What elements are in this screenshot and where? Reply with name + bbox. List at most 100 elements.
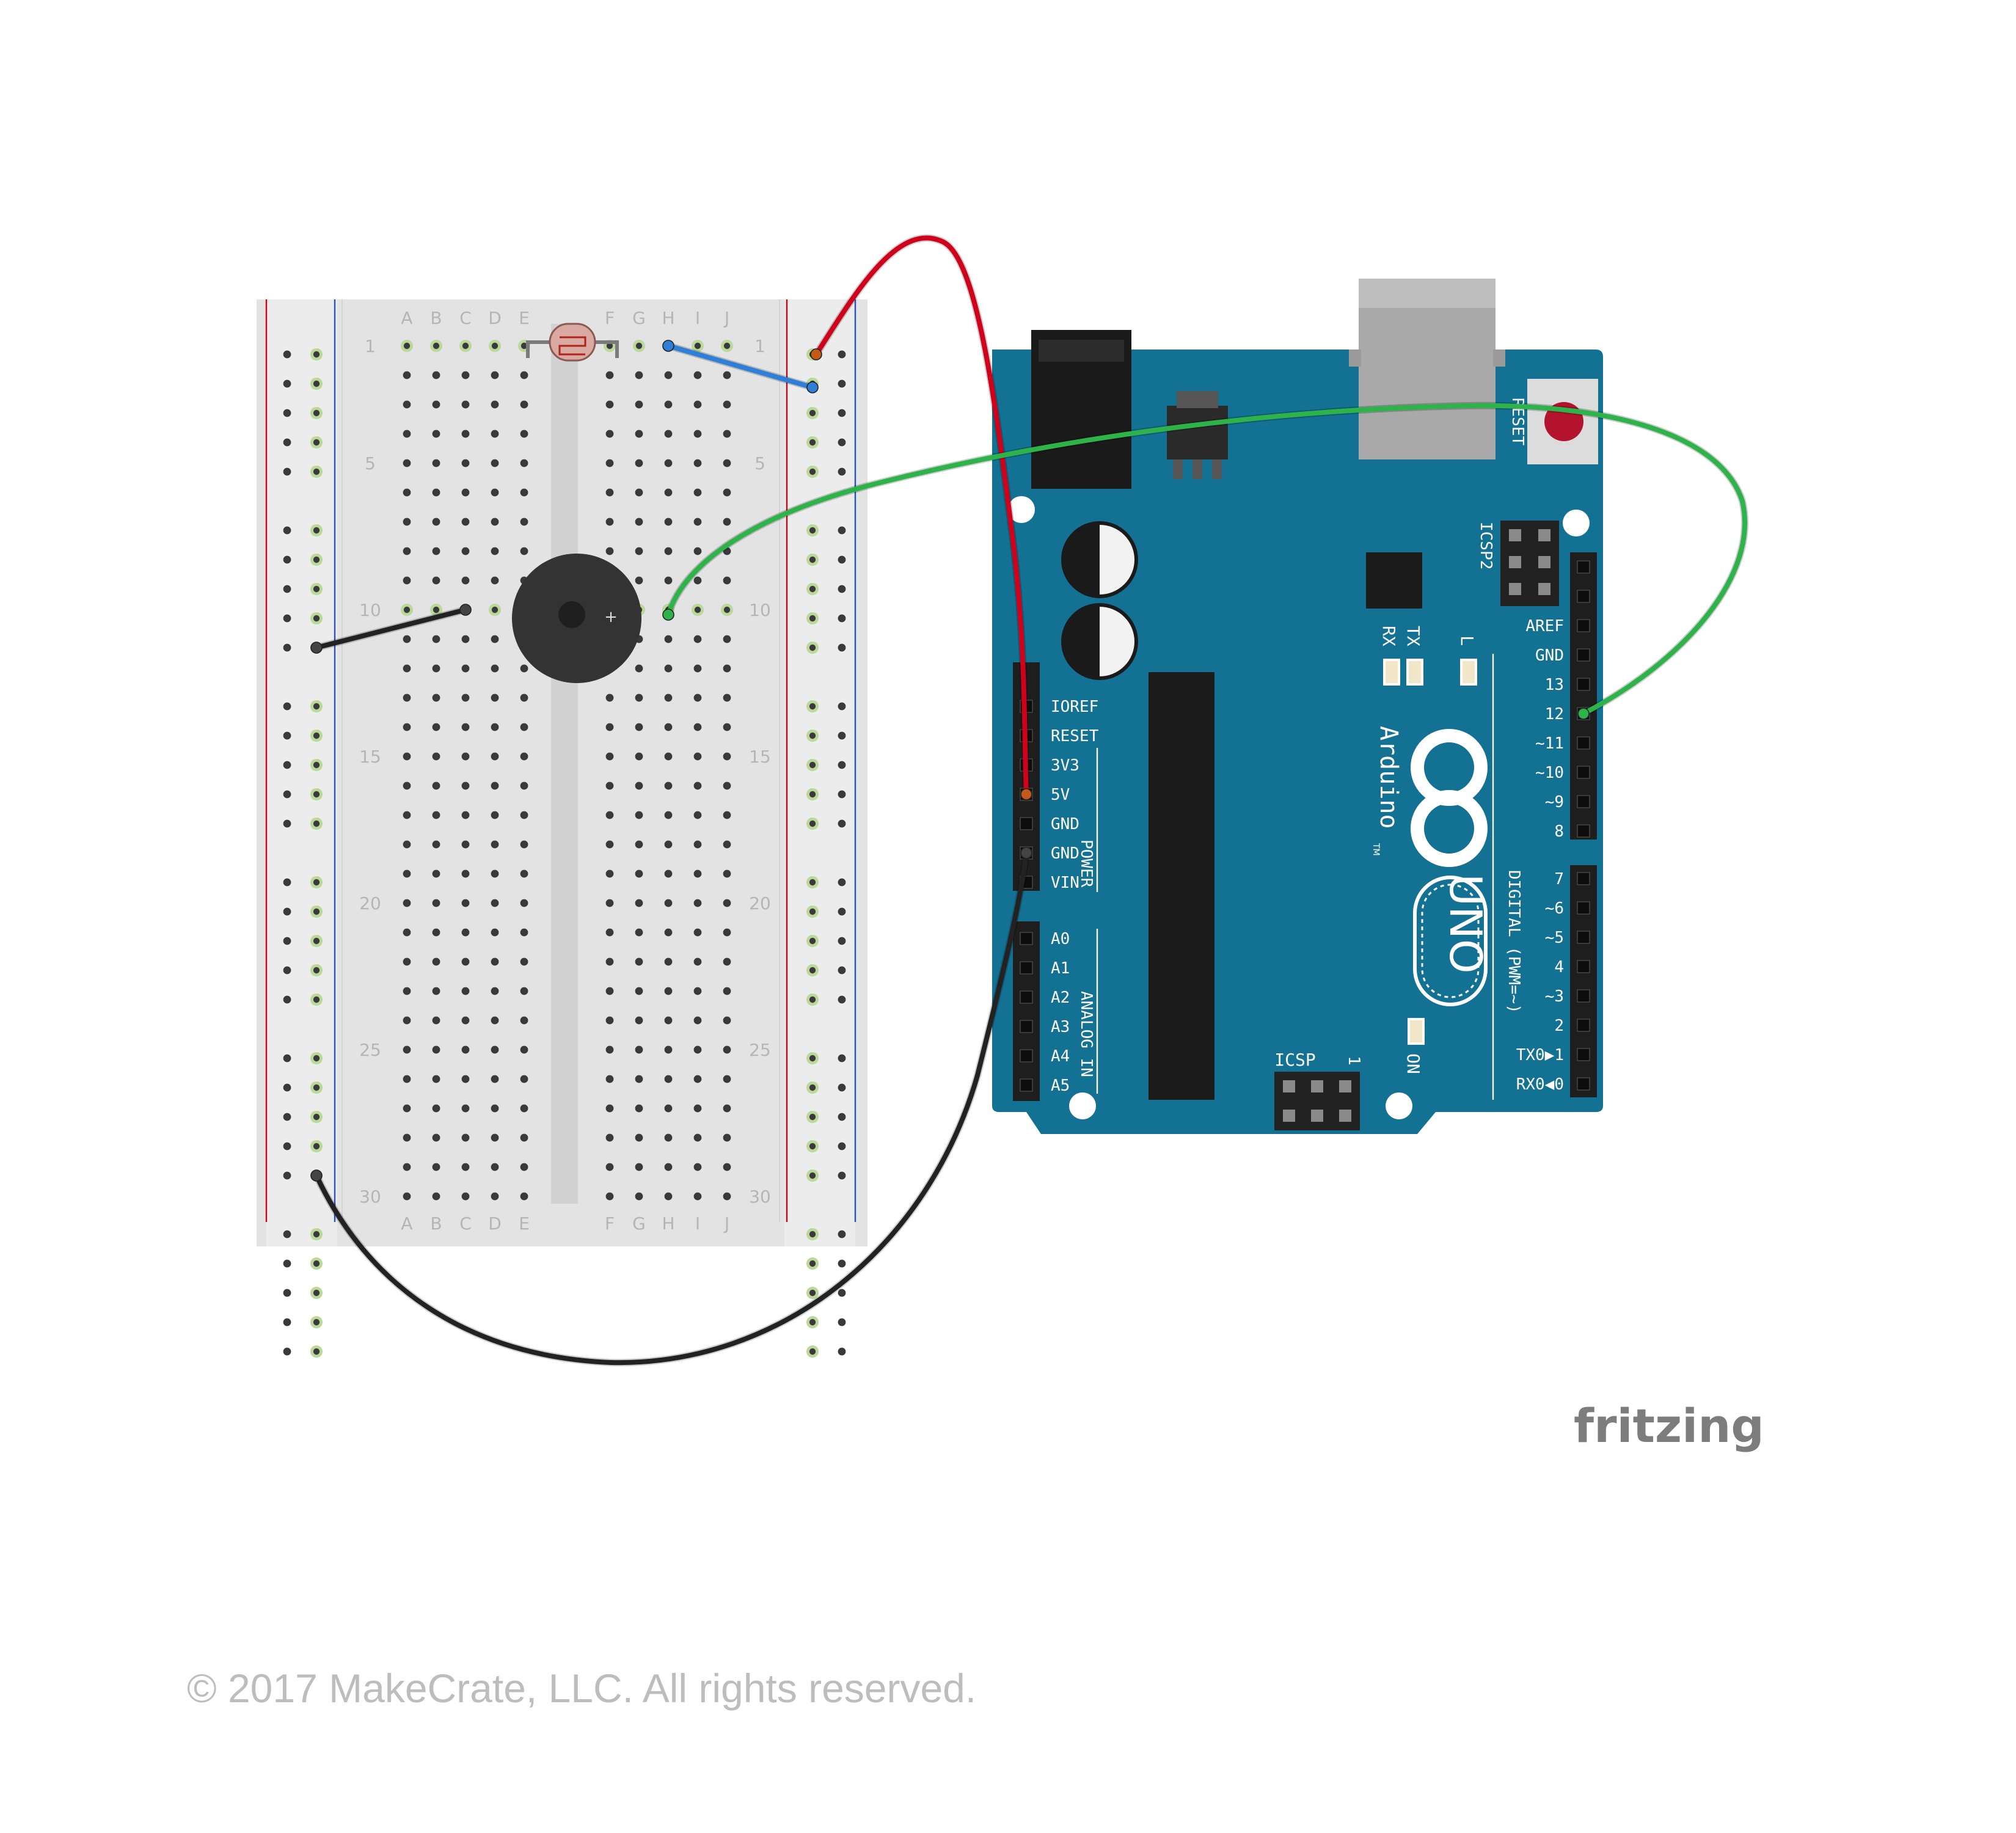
rail-hole — [838, 761, 846, 769]
breadboard-hole — [723, 488, 731, 497]
rail-hole-center — [313, 761, 320, 769]
column-label: I — [695, 1213, 700, 1234]
breadboard-hole — [723, 987, 731, 995]
breadboard-hole — [432, 928, 440, 937]
breadboard-hole-center — [433, 342, 440, 349]
pin-label: A1 — [1051, 959, 1070, 978]
breadboard-hole — [664, 752, 673, 761]
breadboard-hole — [520, 957, 528, 966]
rail-hole — [283, 937, 291, 945]
atmega-microcontroller — [1149, 672, 1214, 1100]
pin-label: ~10 — [1535, 764, 1564, 782]
rail-hole-center — [809, 820, 816, 827]
icsp-label: ICSP — [1274, 1050, 1315, 1070]
breadboard-hole — [403, 1045, 411, 1054]
breadboard-hole — [461, 664, 470, 673]
header-pin — [1577, 648, 1590, 662]
pin-label: GND — [1051, 815, 1079, 833]
breadboard-hole — [693, 1192, 702, 1201]
wire-end — [459, 604, 472, 616]
pin-label: A2 — [1051, 989, 1070, 1007]
breadboard-hole — [723, 957, 731, 966]
header-pin — [1577, 736, 1590, 750]
red-wire[interactable] — [814, 235, 1029, 797]
rail-hole — [838, 878, 846, 887]
row-label: 15 — [749, 747, 771, 767]
breadboard-hole — [461, 811, 470, 819]
breadboard-hole — [605, 987, 614, 995]
breadboard-hole — [403, 1163, 411, 1171]
breadboard-hole — [491, 1045, 499, 1054]
breadboard-hole — [605, 400, 614, 409]
breadboard-hole — [693, 723, 702, 731]
rail-hole-center — [809, 703, 816, 710]
breadboard-hole — [723, 1163, 731, 1171]
header-pin — [1577, 560, 1590, 574]
breadboard-hole — [664, 664, 673, 673]
rail-hole — [283, 966, 291, 975]
breadboard-hole — [520, 752, 528, 761]
digital-group-label: DIGITAL (PWM=~) — [1505, 870, 1523, 1014]
breadboard-hole — [605, 723, 614, 731]
blue-wire[interactable] — [666, 343, 815, 390]
breadboard-hole — [605, 1192, 614, 1201]
breadboard-hole — [461, 1016, 470, 1025]
breadboard-hole — [403, 576, 411, 585]
breadboard-hole — [403, 899, 411, 907]
icsp2-pin — [1538, 529, 1550, 541]
rail-hole — [838, 643, 846, 652]
pin-label: 2 — [1554, 1017, 1564, 1035]
breadboard-hole — [635, 1133, 643, 1142]
rail-hole-center — [313, 820, 320, 827]
breadboard-holes — [283, 340, 846, 1358]
wire-end — [662, 340, 674, 352]
black-wire-ground[interactable] — [314, 851, 1029, 1366]
rail-hole-center — [809, 1055, 816, 1062]
digital-header-low — [1570, 865, 1597, 1097]
breadboard-hole — [432, 811, 440, 819]
breadboard-hole — [520, 371, 528, 379]
breadboard-hole — [432, 576, 440, 585]
rail-hole — [838, 1142, 846, 1151]
breadboard-hole — [520, 928, 528, 937]
breadboard-hole — [520, 987, 528, 995]
breadboard-hole — [461, 635, 470, 643]
usb-tab — [1349, 349, 1361, 367]
header-pin — [1020, 817, 1033, 830]
row-label: 15 — [359, 747, 381, 767]
breadboard-hole — [432, 869, 440, 878]
breadboard-hole — [403, 430, 411, 438]
breadboard-hole — [491, 1104, 499, 1113]
breadboard-hole — [664, 723, 673, 731]
black-wire-short[interactable] — [314, 607, 468, 650]
breadboard-hole — [605, 957, 614, 966]
pin-label: ~9 — [1545, 793, 1564, 811]
column-label: B — [430, 1213, 442, 1234]
column-label: H — [662, 308, 674, 328]
pin-label: ~5 — [1545, 929, 1564, 947]
green-wire[interactable] — [666, 403, 1748, 716]
breadboard-hole — [664, 518, 673, 526]
rail-hole — [838, 467, 846, 476]
rail-hole — [838, 409, 846, 417]
pin-label: A4 — [1051, 1047, 1070, 1066]
breadboard-hole — [664, 1104, 673, 1113]
wire-end — [310, 642, 323, 654]
breadboard-hole — [520, 547, 528, 555]
breadboard-hole — [491, 547, 499, 555]
breadboard-hole — [432, 899, 440, 907]
breadboard-hole — [403, 840, 411, 849]
breadboard-hole — [664, 1163, 673, 1171]
breadboard-hole — [723, 1133, 731, 1142]
breadboard-hole — [693, 1045, 702, 1054]
column-label: C — [459, 1213, 472, 1234]
breadboard-hole — [723, 664, 731, 673]
icsp2-pin — [1538, 583, 1550, 595]
breadboard-hole — [635, 1016, 643, 1025]
breadboard-hole — [461, 840, 470, 849]
breadboard-hole — [461, 928, 470, 937]
breadboard-hole — [403, 400, 411, 409]
row-label: 1 — [365, 336, 376, 356]
